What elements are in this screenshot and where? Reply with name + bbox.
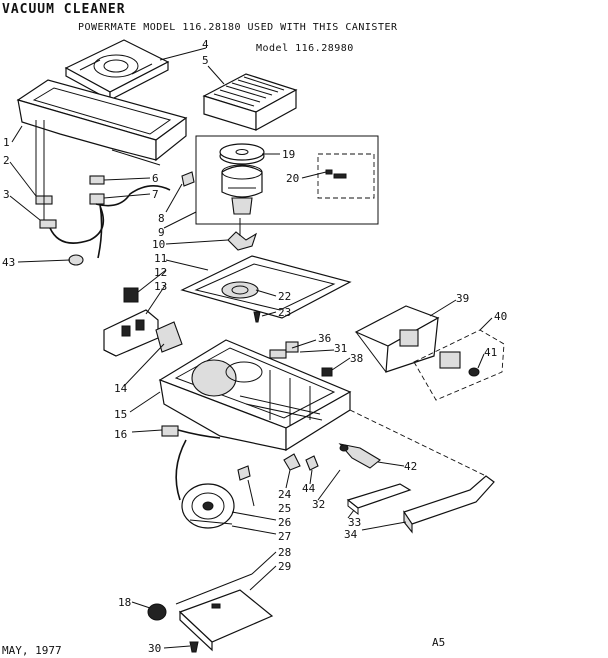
part-30-screw	[189, 641, 199, 653]
callout-9: 9	[158, 226, 165, 239]
wiring-left	[17, 120, 171, 266]
page-title: VACUUM CLEANER	[2, 2, 126, 17]
part-25	[237, 465, 251, 481]
callout-labels: 4 5 1 2 3 6 7 8 9 10 11 12 13 14 15 16 1…	[2, 38, 507, 655]
callout-1: 1	[3, 136, 10, 149]
part-5-grille-box	[202, 73, 298, 132]
part-44	[305, 455, 319, 471]
callout-36: 36	[318, 332, 331, 345]
callout-11: 11	[154, 252, 167, 265]
part-34-trim	[349, 409, 495, 534]
motor-assembly-box	[195, 135, 379, 225]
callout-43: 43	[2, 256, 15, 269]
callout-41: 41	[484, 346, 497, 359]
part-15-canister-body	[158, 339, 352, 452]
callout-39: 39	[456, 292, 469, 305]
part-33-bumper	[346, 483, 412, 516]
part-29-base-plate	[175, 573, 274, 652]
callout-27: 27	[278, 530, 291, 543]
footer-date: MAY, 1977	[2, 644, 62, 657]
part-1-nozzle-hood	[16, 79, 188, 166]
part-24	[283, 453, 301, 471]
callout-4: 4	[202, 38, 209, 51]
footer-code: A5	[432, 636, 445, 649]
callout-13: 13	[154, 280, 167, 293]
part-11-gasket-frame	[180, 255, 352, 323]
part-40-switch-box	[413, 329, 505, 401]
callout-31: 31	[334, 342, 347, 355]
callout-28: 28	[278, 546, 291, 559]
callout-19: 19	[282, 148, 295, 161]
part-4-bracket	[64, 39, 170, 102]
part-27-rear-grille	[181, 483, 235, 529]
callout-42: 42	[404, 460, 417, 473]
callout-24: 24	[278, 488, 292, 501]
callout-14: 14	[114, 382, 128, 395]
callout-34: 34	[344, 528, 358, 541]
callout-30: 30	[148, 642, 161, 655]
callout-12: 12	[154, 266, 167, 279]
switch-components	[103, 287, 183, 357]
part-42-latch	[338, 443, 381, 469]
callout-32: 32	[312, 498, 325, 511]
callout-25: 25	[278, 502, 291, 515]
callout-2: 2	[3, 154, 10, 167]
callout-3: 3	[3, 188, 10, 201]
callout-26: 26	[278, 516, 291, 529]
callout-40: 40	[494, 310, 507, 323]
callout-22: 22	[278, 290, 291, 303]
callout-16: 16	[114, 428, 127, 441]
callout-7: 7	[152, 188, 159, 201]
callout-6: 6	[152, 172, 159, 185]
callout-44: 44	[302, 482, 316, 495]
callout-10: 10	[152, 238, 165, 251]
part-8-clip	[181, 171, 195, 187]
callout-15: 15	[114, 408, 127, 421]
callout-5: 5	[202, 54, 209, 67]
callout-33: 33	[348, 516, 361, 529]
callout-29: 29	[278, 560, 291, 573]
part-39-receptacle	[354, 305, 440, 373]
leader-lines	[9, 47, 493, 649]
callout-18: 18	[118, 596, 131, 609]
callout-38: 38	[350, 352, 363, 365]
part-10-impeller	[227, 218, 257, 251]
model-number: Model 116.28980	[256, 43, 354, 54]
part-18-wheel	[147, 603, 167, 621]
part-16-cord	[161, 425, 221, 501]
callout-23: 23	[278, 306, 291, 319]
page-subtitle: POWERMATE MODEL 116.28180 USED WITH THIS…	[78, 22, 398, 33]
callout-20: 20	[286, 172, 299, 185]
callout-8: 8	[158, 212, 165, 225]
